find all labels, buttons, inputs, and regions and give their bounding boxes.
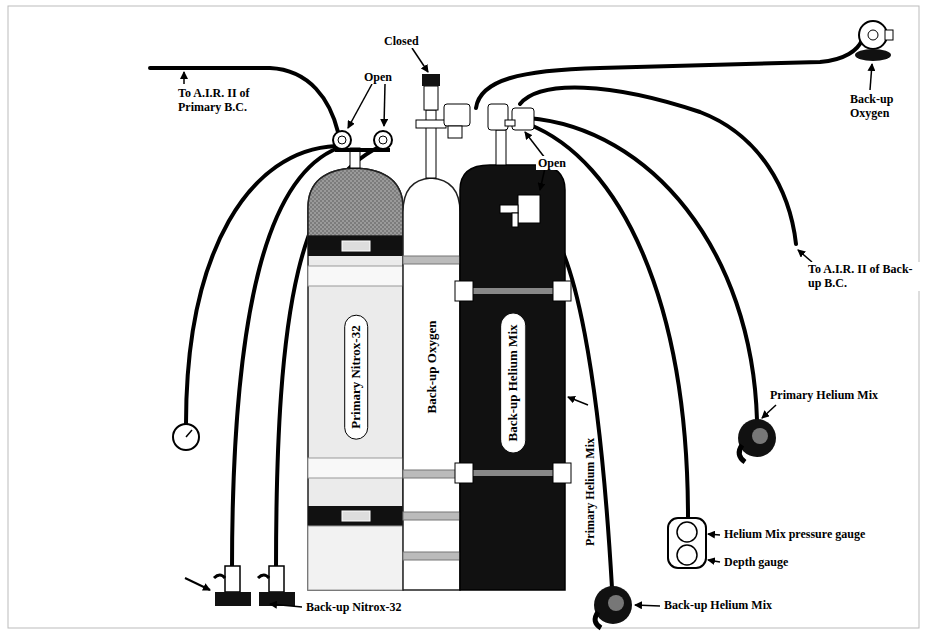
part-label: Open xyxy=(362,70,394,84)
part-label: Depth gauge xyxy=(722,555,790,569)
part-label: Back-up Helium Mix xyxy=(662,598,774,612)
gas-cylinder: Back-up Helium Mix xyxy=(460,300,565,465)
gas-cylinder: Primary Nitrox-32 xyxy=(308,262,403,492)
cylinder-label: Back-up Oxygen xyxy=(421,311,443,424)
part-label: Back-up Nitrox-32 xyxy=(304,600,403,614)
part-label: Primary Helium Mix xyxy=(768,388,880,402)
cylinder-label: Primary Nitrox-32 xyxy=(344,314,368,439)
cylinder-label: Back-up Helium Mix xyxy=(501,313,525,452)
part-label: Back-up Oxygen xyxy=(848,92,912,121)
part-label: To A.I.R. II of Back-up B.C. xyxy=(806,262,920,291)
part-label: Primary Helium Mix xyxy=(583,436,597,548)
part-label: Closed xyxy=(382,34,421,48)
gas-cylinder: Back-up Oxygen xyxy=(403,262,460,472)
part-label: Open xyxy=(536,156,568,170)
part-label: To A.I.R. II of Primary B.C. xyxy=(176,86,280,115)
part-label: Helium Mix pressure gauge xyxy=(722,527,867,541)
